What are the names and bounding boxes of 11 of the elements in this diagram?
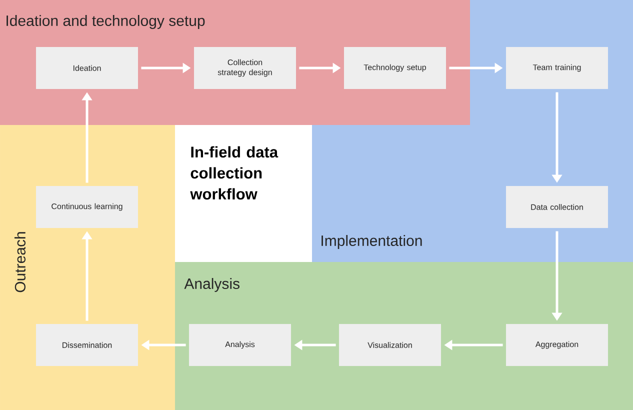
process-box: Analysis — [189, 324, 291, 366]
process-box: Aggregation — [506, 324, 608, 366]
process-box: Visualization — [339, 324, 441, 366]
process-box: Continuous learning — [36, 186, 138, 228]
process-box: Collection strategy design — [194, 47, 296, 89]
title: In-field data collection workflow — [190, 146, 278, 200]
process-box: Ideation — [36, 47, 138, 89]
process-box: Technology setup — [344, 47, 446, 89]
process-box: Dissemination — [36, 324, 138, 366]
process-box: Team training — [506, 47, 608, 89]
process-box: Data collection — [506, 186, 608, 228]
